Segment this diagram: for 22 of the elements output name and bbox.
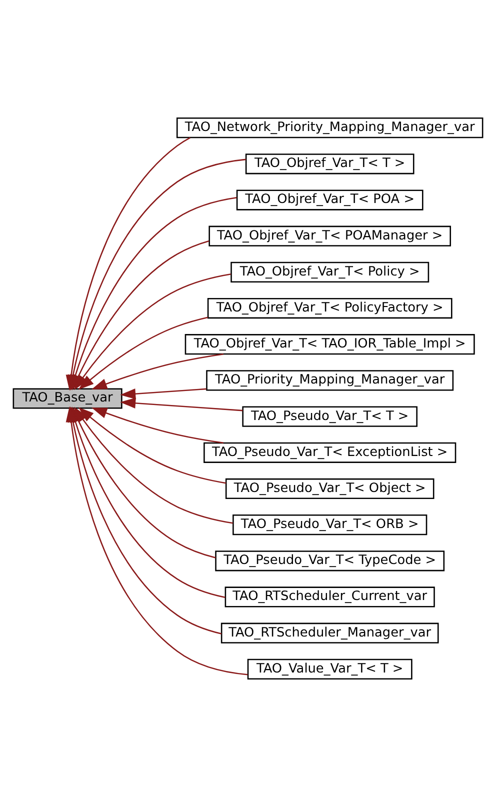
- arrow: [92, 353, 224, 390]
- arrow: [92, 408, 224, 444]
- node-box: TAO_Network_Priority_Mapping_Manager_var: [176, 118, 484, 138]
- node-box: TAO_Objref_Var_T< POAManager >: [208, 226, 451, 246]
- arrow: [120, 388, 206, 400]
- node-box: TAO_Pseudo_Var_T< ExceptionList >: [204, 442, 456, 463]
- node-box: TAO_Pseudo_Var_T< ORB >: [232, 514, 428, 536]
- node-box: TAO_Priority_Mapping_Manager_var: [206, 370, 454, 391]
- node-box: TAO_RTScheduler_Current_var: [224, 586, 435, 608]
- node-box: TAO_Objref_Var_T< PolicyFactory >: [207, 298, 452, 319]
- arrow: [78, 316, 208, 390]
- node-box: TAO_Value_Var_T< T >: [247, 658, 412, 680]
- node-box: TAO_Pseudo_Var_T< TypeCode >: [215, 550, 445, 572]
- node-box: TAO_Objref_Var_T< TAO_IOR_Table_Impl >: [184, 334, 475, 355]
- node-box: TAO_Objref_Var_T< T >: [245, 154, 414, 174]
- arrow: [120, 398, 243, 412]
- node-box: TAO_Objref_Var_T< Policy >: [230, 262, 430, 282]
- node-box: TAO_Objref_Var_T< POA >: [236, 190, 424, 210]
- node-box: TAO_Pseudo_Var_T< Object >: [225, 478, 434, 500]
- node-box: TAO_Base_var: [12, 388, 122, 409]
- node-box: TAO_RTScheduler_Manager_var: [220, 622, 439, 644]
- node-box: TAO_Pseudo_Var_T< T >: [242, 406, 418, 427]
